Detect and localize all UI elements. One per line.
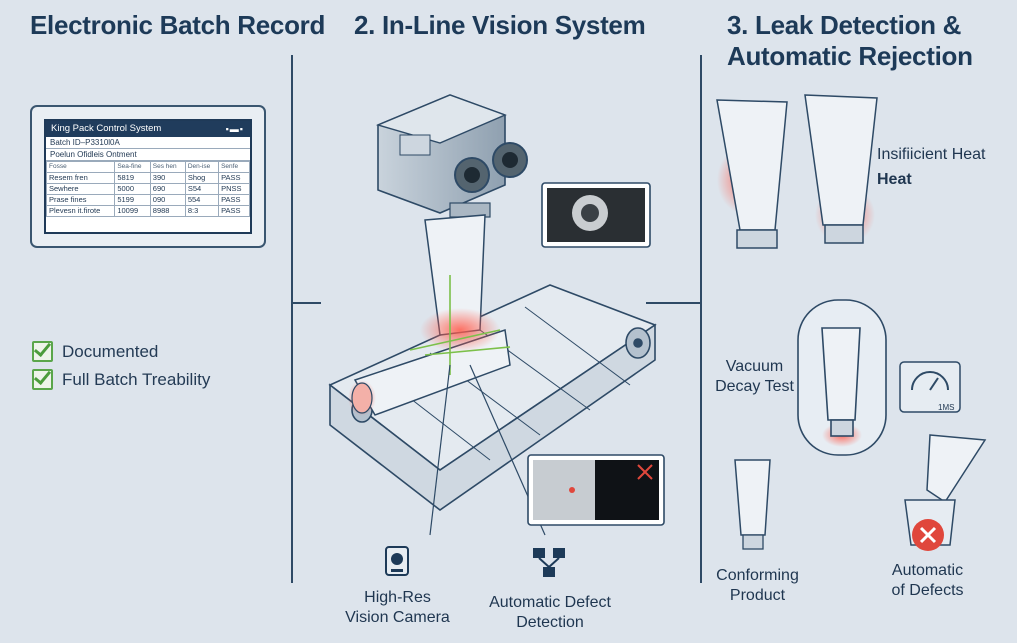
check-batch-traceability: Full Batch Treability — [32, 369, 210, 390]
table-row[interactable]: Plevesn it.firote 10099 8988 8:3 PASS — [45, 205, 250, 217]
table-cell: Plevesn it.firote — [45, 205, 116, 217]
label-heat: Heat — [877, 171, 912, 188]
divider-left-connector — [291, 302, 321, 304]
ebr-screen: King Pack Control System ▪▬▪ Batch ID–P3… — [44, 119, 252, 234]
network-detection-icon — [533, 548, 565, 577]
vision-camera — [375, 94, 528, 218]
check-documented: Documented — [32, 341, 158, 362]
status-cell: PASS — [218, 205, 250, 217]
conforming-tube — [734, 459, 771, 536]
camera-device-icon — [385, 546, 409, 576]
ebr-batch-id: Batch ID–P3310l0A — [46, 137, 250, 149]
table-cell: 10099 — [114, 205, 151, 217]
vision-thumbnail — [541, 182, 651, 248]
label-insufficient-heat: Insifiicient Heat — [877, 146, 986, 163]
table-cell: 5199 — [114, 194, 151, 206]
divider-right — [700, 55, 702, 583]
label-automatic-rejection: Automatic of Defects — [891, 562, 964, 599]
check-label-traceability: Full Batch Treability — [62, 369, 211, 389]
gauge-icon — [899, 361, 961, 413]
table-cell: 690 — [149, 183, 186, 195]
table-row[interactable]: Sewhere 5000 690 S54 PNSS — [45, 183, 250, 195]
table-cell: 5000 — [114, 183, 151, 195]
table-cell: Sewhere — [45, 183, 116, 195]
table-cell: Shog — [184, 172, 220, 184]
ebr-col-header: Fosse — [45, 161, 116, 173]
divider-right-connector — [646, 302, 701, 304]
title-in-line-vision-system: 2. In-Line Vision System — [354, 10, 646, 40]
label-vacuum-decay: Vacuum Decay Test — [715, 358, 794, 395]
laser-lines — [409, 275, 511, 375]
defect-thumbnail — [527, 454, 665, 526]
status-cell: PASS — [218, 194, 250, 206]
table-cell: 090 — [149, 194, 186, 206]
label-automatic-defect-detection: Automatic Defect Detection — [489, 594, 611, 631]
ebr-product-name: Poelun Ofidleis Ontment — [46, 149, 250, 161]
vacuum-chamber — [797, 299, 887, 456]
window-controls-icon[interactable]: ▪▬▪ — [225, 124, 244, 134]
ebr-table: Fosse Sea-fine Ses hen Den-ise Senfe Res… — [45, 161, 250, 217]
status-cell: PASS — [218, 172, 250, 184]
ebr-col-header: Sea-fine — [114, 161, 151, 173]
label-conforming-product: Conforming Product — [716, 567, 799, 604]
ebr-monitor: King Pack Control System ▪▬▪ Batch ID–P3… — [30, 105, 266, 248]
ebr-window-titlebar: King Pack Control System ▪▬▪ — [46, 121, 250, 137]
table-cell: 8988 — [149, 205, 186, 217]
table-cell: 390 — [149, 172, 186, 184]
table-row[interactable]: Prase fines 5199 090 554 PASS — [45, 194, 250, 206]
table-cell: Resem fren — [45, 172, 116, 184]
table-cell: 8:3 — [184, 205, 220, 217]
table-cell: 554 — [184, 194, 220, 206]
reject-bin — [904, 434, 987, 551]
ebr-col-header: Senfe — [218, 161, 250, 173]
ebr-table-header: Fosse Sea-fine Ses hen Den-ise Senfe — [45, 161, 250, 173]
label-high-res-camera: High-Res Vision Camera — [345, 589, 450, 626]
table-cell: S54 — [184, 183, 220, 195]
title-electronic-batch-record: Electronic Batch Record — [30, 10, 326, 40]
divider-left — [291, 55, 293, 583]
title-leak-detection: 3. Leak Detection & Automatic Rejection — [727, 10, 973, 71]
status-cell: PNSS — [218, 183, 250, 195]
leak-detection-illustration — [716, 94, 987, 551]
table-row[interactable]: Resem fren 5819 390 Shog PASS — [45, 172, 250, 184]
ebr-window-title: King Pack Control System — [51, 123, 162, 134]
ebr-col-header: Den-ise — [184, 161, 220, 173]
table-cell: Prase fines — [45, 194, 116, 206]
checkbox-checked-icon — [32, 341, 53, 362]
ebr-col-header: Ses hen — [149, 161, 186, 173]
checkbox-checked-icon — [32, 369, 53, 390]
table-cell: 5819 — [114, 172, 151, 184]
vision-system-illustration — [328, 94, 665, 536]
insufficient-heat-tubes — [716, 94, 878, 249]
check-label-documented: Documented — [62, 341, 159, 361]
gauge-readout: 1MS — [938, 403, 955, 412]
